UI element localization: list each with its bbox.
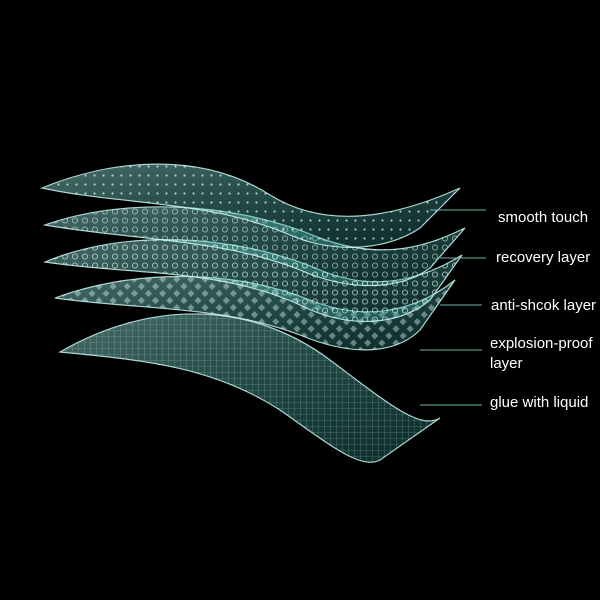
label-anti-shock-layer-text: anti-shcok layer — [491, 297, 597, 314]
label-glue-with-liquid: glue with liquid — [490, 393, 588, 413]
label-explosion-proof-text-line1: explosion-proof — [490, 335, 593, 352]
layer-glue-with-liquid — [58, 313, 441, 463]
leader-lines — [420, 209, 486, 406]
label-recovery-layer: recovery layer — [496, 248, 590, 268]
label-glue-with-liquid-text: glue with liquid — [490, 394, 589, 411]
label-explosion-proof-layer: explosion-proof layer — [490, 334, 593, 374]
label-smooth-touch-text: smooth touch — [498, 209, 589, 226]
label-recovery-layer-text: recovery layer — [496, 249, 591, 266]
layer-smooth-touch — [39, 163, 461, 248]
label-explosion-proof-text-line2: layer — [490, 355, 523, 372]
label-anti-shock-layer: anti-shcok layer — [491, 296, 596, 316]
label-smooth-touch: smooth touch — [498, 208, 588, 228]
